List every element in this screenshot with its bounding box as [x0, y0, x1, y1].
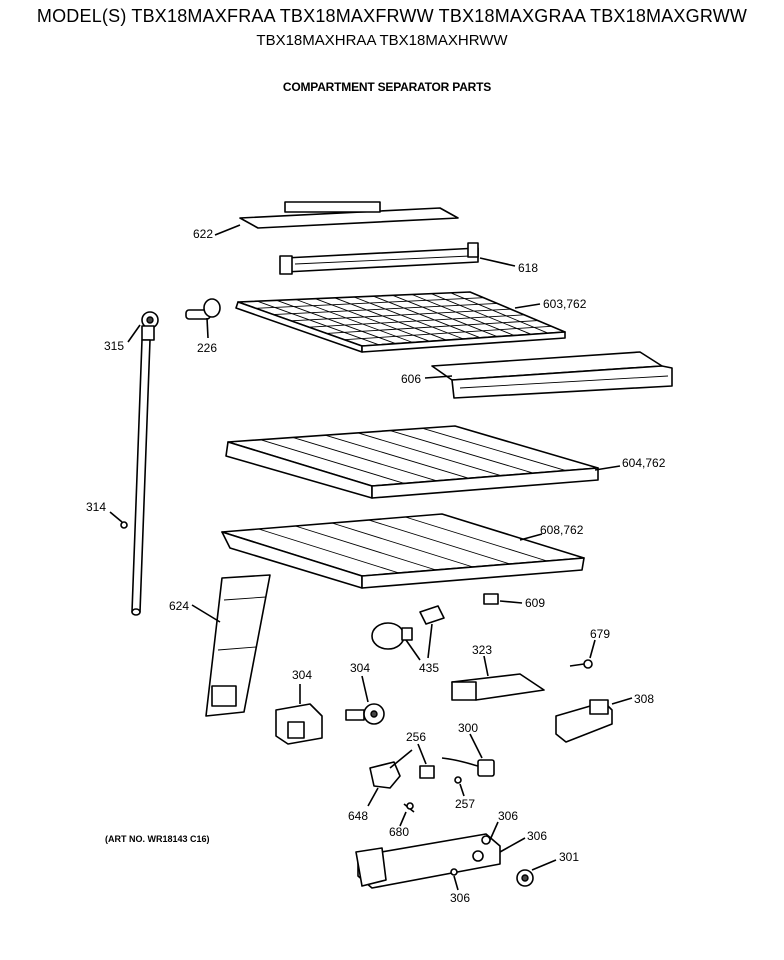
part-323-housing	[451, 655, 545, 701]
callout-604-762: 604,762	[622, 456, 666, 470]
part-226-bushing	[185, 298, 221, 339]
callout-304-left: 304	[292, 668, 312, 682]
callout-300: 300	[458, 721, 478, 735]
separator-rib	[325, 434, 469, 479]
part-648-thermostat	[367, 749, 413, 807]
callout-304-knob: 304	[350, 661, 370, 675]
callout-323: 323	[472, 643, 492, 657]
callout-301: 301	[559, 850, 579, 864]
separator-rib	[260, 439, 405, 484]
part-256-terminal	[417, 743, 435, 779]
model-list-line-2: TBX18MAXHRAA TBX18MAXHRWW	[256, 32, 508, 49]
callout-624: 624	[169, 599, 189, 613]
callout-306-top: 306	[498, 809, 518, 823]
section-title: COMPARTMENT SEPARATOR PARTS	[282, 80, 492, 94]
liner-rib	[258, 528, 400, 574]
part-608-liner	[221, 513, 585, 589]
part-304-knob	[345, 675, 385, 725]
callout-608-762: 608,762	[540, 523, 584, 537]
part-300-switch	[441, 733, 495, 777]
art-number: (ART NO. WR18143 C16)	[105, 834, 210, 844]
shelf-grid-line	[308, 314, 525, 328]
callout-609: 609	[525, 596, 545, 610]
part-603-shelf	[235, 291, 566, 353]
liner-rib	[405, 516, 548, 562]
part-306-mounting-bracket	[355, 821, 526, 891]
shelf-grid-line	[255, 297, 484, 309]
callout-306-bottom: 306	[450, 891, 470, 905]
callout-257: 257	[455, 797, 475, 811]
callout-618: 618	[518, 261, 538, 275]
callout-435: 435	[419, 661, 439, 675]
shelf-grid-line	[257, 300, 380, 346]
callout-308: 308	[634, 692, 654, 706]
callout-622: 622	[193, 227, 213, 241]
callout-314: 314	[86, 500, 106, 514]
shelf-grid-line	[431, 293, 532, 335]
shelf-grid-line	[411, 294, 515, 336]
shelf-grid-line	[450, 292, 549, 334]
part-680-screw	[399, 802, 415, 827]
shelf-grid-line	[295, 299, 413, 343]
separator-rib	[422, 427, 566, 472]
part-604-separator	[225, 425, 621, 499]
part-679-screw	[569, 639, 596, 669]
part-609-clip	[483, 593, 523, 605]
part-624-trim	[191, 574, 271, 717]
shelf-grid-line	[273, 302, 498, 316]
callout-226: 226	[197, 341, 217, 355]
callout-306-right: 306	[527, 829, 547, 843]
callout-606: 606	[401, 372, 421, 386]
callout-680: 680	[389, 825, 409, 839]
part-314-rod	[109, 339, 151, 616]
separator-rib	[357, 432, 502, 477]
separator-rib	[390, 430, 534, 474]
part-257-screw	[454, 776, 465, 797]
shelf-grid-line	[326, 320, 538, 334]
callout-603-762: 603,762	[543, 297, 587, 311]
callout-315: 315	[104, 339, 124, 353]
part-308-bracket	[555, 697, 633, 743]
shelf-grid-line	[291, 308, 511, 322]
part-315-hinge-pin	[127, 311, 159, 343]
part-618-frame	[279, 242, 516, 275]
shelf-grid-line	[344, 325, 552, 341]
callout-648: 648	[348, 809, 368, 823]
shelf-grid-line	[315, 298, 430, 342]
separator-rib	[292, 436, 437, 482]
liner-rib	[331, 522, 474, 568]
part-301-knob	[516, 859, 557, 887]
part-622-cover	[214, 201, 459, 236]
shelf-grid-line	[353, 296, 464, 340]
model-list-line-1: MODEL(S) TBX18MAXFRAA TBX18MAXFRWW TBX18…	[36, 6, 748, 26]
callout-679: 679	[590, 627, 610, 641]
liner-rib	[295, 525, 437, 571]
part-606-drawer-cover	[424, 351, 673, 399]
callout-256: 256	[406, 730, 426, 744]
liner-rib	[368, 519, 511, 565]
shelf-grid-line	[392, 294, 498, 338]
part-304-control-housing	[275, 684, 323, 745]
part-435-lamp	[371, 605, 445, 661]
shelf-grid-line	[276, 299, 396, 345]
shelf-grid-line	[334, 297, 447, 341]
shelf-grid-line	[373, 295, 481, 339]
